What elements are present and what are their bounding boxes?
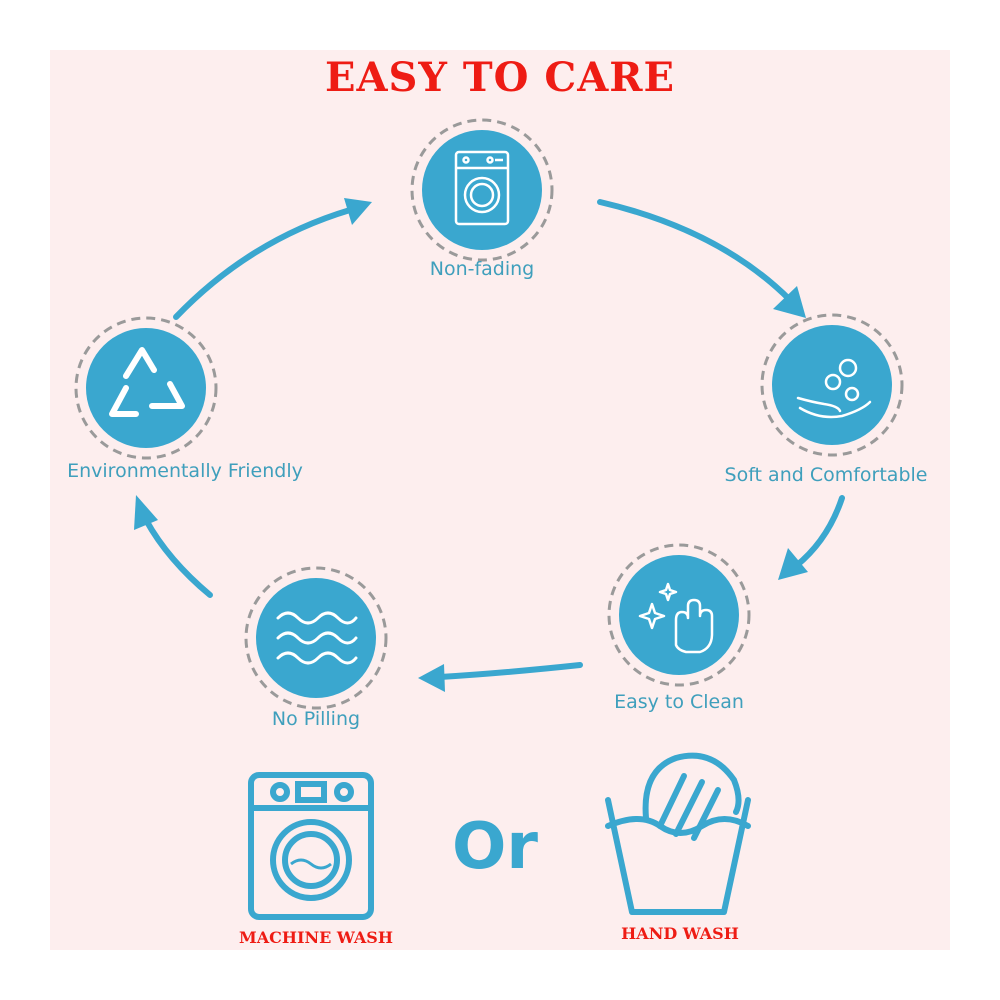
cycle-arrow-5 xyxy=(173,207,353,320)
feature-label-soft-comfortable: Soft and Comfortable xyxy=(724,464,928,486)
cycle-arrow-4 xyxy=(143,517,213,598)
cycle-arrow-5-head xyxy=(344,198,372,225)
hand-wash-label: HAND WASH xyxy=(621,924,739,943)
cycle-arrow-4-head xyxy=(134,495,158,530)
feature-label-no-pilling: No Pilling xyxy=(271,708,361,730)
cycle-arrow-3-head xyxy=(418,664,445,692)
clean-hand-sparkle-icon xyxy=(638,582,714,654)
cycle-arrow-3 xyxy=(437,662,583,680)
cycle-arrow-1 xyxy=(597,199,793,303)
machine-wash-icon xyxy=(248,772,374,920)
cycle-arrow-1-head xyxy=(773,286,806,318)
cycle-arrow-2-head xyxy=(778,548,808,580)
feature-easy-to-clean xyxy=(607,543,751,687)
or-connector: Or xyxy=(452,810,538,884)
recycle-icon xyxy=(109,347,185,417)
waves-icon xyxy=(276,611,358,665)
feature-no-pilling xyxy=(244,566,388,710)
feature-soft-comfortable xyxy=(760,313,904,457)
page-title: EASY TO CARE xyxy=(324,54,676,101)
feature-non-fading xyxy=(410,118,554,262)
cycle-arrow-2 xyxy=(793,495,845,569)
feature-label-environmentally-friendly: Environmentally Friendly xyxy=(67,460,303,482)
hand-wash-icon xyxy=(605,752,751,915)
washing-machine-icon xyxy=(454,150,510,226)
feature-label-easy-to-clean: Easy to Clean xyxy=(614,691,744,713)
feature-label-non-fading: Non-fading xyxy=(429,258,535,280)
feature-environmentally-friendly xyxy=(74,316,218,460)
soft-hand-icon xyxy=(796,358,872,419)
machine-wash-label: MACHINE WASH xyxy=(239,928,393,947)
